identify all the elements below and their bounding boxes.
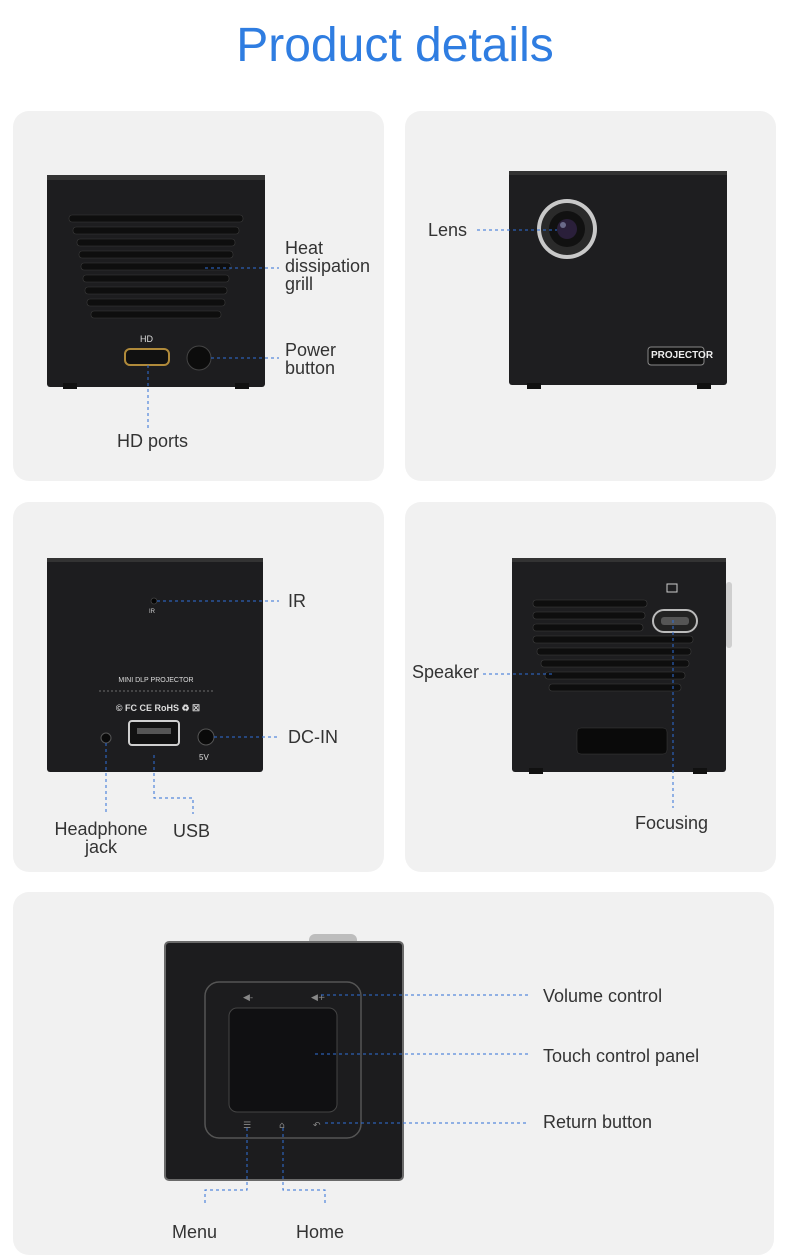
label-power-line1: Power xyxy=(285,340,337,360)
label-touch-control-panel: Touch control panel xyxy=(543,1046,700,1066)
device-front-illustration xyxy=(477,171,727,389)
label-power-line2: button xyxy=(285,358,336,378)
label-volume-control: Volume control xyxy=(543,986,663,1006)
label-heat-line2: dissipation xyxy=(285,256,371,276)
label-return-button: Return button xyxy=(543,1112,653,1132)
label-menu: Menu xyxy=(172,1222,218,1242)
panel-touch-control: ◀- ◀+ ☰ ⌂ ↶ Volume control Touch control… xyxy=(13,892,774,1255)
panel-speaker: Speaker Focusing xyxy=(405,502,776,872)
device-rear-illustration xyxy=(47,558,279,814)
svg-text:◀+: ◀+ xyxy=(311,993,325,1003)
svg-text:↶: ↶ xyxy=(313,1121,321,1131)
device-side-illustration xyxy=(483,558,732,808)
label-lens: Lens xyxy=(428,220,468,240)
projector-badge: PROJECTOR xyxy=(651,350,714,361)
panel-heat-grill: HD Heat dissipation grill Power button H… xyxy=(13,111,384,481)
hd-mark: HD xyxy=(140,334,153,344)
page-title: Product details xyxy=(236,19,554,72)
label-ir: IR xyxy=(288,591,306,611)
label-home: Home xyxy=(296,1222,345,1242)
label-dcin: DC-IN xyxy=(288,727,338,747)
label-headphone-line2: jack xyxy=(84,837,117,857)
device-back-illustration xyxy=(47,175,279,429)
panel-rear-ports: IR MINI DLP PROJECTOR © FC CE RoHS ♻ ☒ 5… xyxy=(13,502,384,872)
model-text: MINI DLP PROJECTOR xyxy=(118,677,194,684)
voltage-mark: 5V xyxy=(199,753,209,762)
svg-text:☰: ☰ xyxy=(243,1121,251,1131)
label-headphone-line1: Headphone xyxy=(54,819,148,839)
label-focusing: Focusing xyxy=(635,813,709,833)
panel-lens: PROJECTOR Lens xyxy=(405,111,776,481)
label-usb: USB xyxy=(173,821,211,841)
label-heat-line3: grill xyxy=(285,274,314,294)
svg-text:⌂: ⌂ xyxy=(279,1121,285,1131)
label-heat-line1: Heat xyxy=(285,238,324,258)
ir-mark: IR xyxy=(149,609,155,615)
device-top-illustration: ◀- ◀+ ☰ ⌂ ↶ xyxy=(164,934,529,1204)
svg-text:◀-: ◀- xyxy=(243,993,253,1003)
label-speaker: Speaker xyxy=(412,662,480,682)
label-hd-ports: HD ports xyxy=(117,431,189,451)
cert-marks: © FC CE RoHS ♻ ☒ xyxy=(115,703,201,713)
